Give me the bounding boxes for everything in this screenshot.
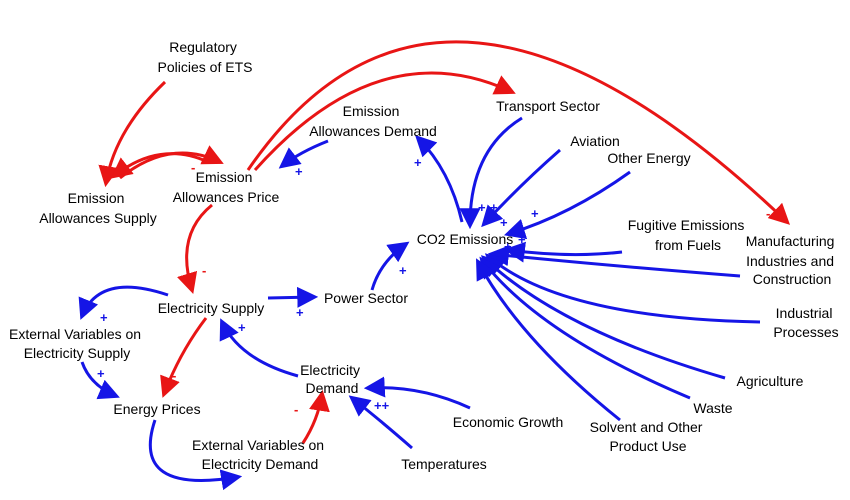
polarity-growth-temp: ++ xyxy=(374,398,390,413)
link-agriculture-to-co2 xyxy=(480,255,726,380)
link-fugitive-to-co2 xyxy=(503,241,623,263)
polarity-price-electricity: - xyxy=(202,263,206,278)
link-transport-to-co2 xyxy=(459,116,523,230)
polarity-demand-supply: + xyxy=(238,320,246,335)
polarity-supply-price: - xyxy=(191,160,195,175)
polarity-price-manufacturing: - xyxy=(766,206,770,221)
node-other-energy: Other Energy xyxy=(607,150,690,166)
link-electricity-supply-to-ext-supply xyxy=(78,285,169,320)
node-emission-allowances-supply: Emission Allowances Supply xyxy=(39,190,157,226)
link-electricity-demand-to-supply xyxy=(219,318,299,378)
node-waste: Waste xyxy=(693,400,732,416)
link-energy-prices-to-ext-demand xyxy=(148,419,243,491)
positive-links xyxy=(78,116,761,491)
link-ext-demand-to-electricity-demand xyxy=(301,389,330,444)
link-price-to-transport xyxy=(253,71,516,171)
node-aviation: Aviation xyxy=(570,133,620,149)
node-agriculture: Agriculture xyxy=(737,373,804,389)
link-price-to-manufacturing xyxy=(246,40,791,225)
polarity-industrial: + xyxy=(504,239,512,254)
link-industrial-to-co2 xyxy=(484,253,761,324)
polarity-manufacturing: + xyxy=(518,232,526,247)
node-economic-growth: Economic Growth xyxy=(453,414,563,430)
link-price-to-electricity-supply xyxy=(177,203,213,295)
polarity-electricity-energy: - xyxy=(172,368,176,383)
node-manufacturing: Manufacturing Industries and Constructio… xyxy=(746,233,839,287)
node-industrial-processes: Industrial Processes xyxy=(773,305,838,340)
link-power-to-co2 xyxy=(370,241,410,291)
node-electricity-demand: Electricity Demand xyxy=(300,362,364,396)
link-other-energy-to-co2 xyxy=(503,170,631,240)
link-waste-to-co2 xyxy=(479,256,691,400)
link-manufacturing-to-co2 xyxy=(487,245,741,278)
link-co2-to-allowances-demand xyxy=(415,135,464,223)
link-temperatures-to-demand xyxy=(348,395,413,450)
node-regulatory-policies: Regulatory Policies of ETS xyxy=(158,39,253,75)
polarity-other-energy: + xyxy=(500,215,508,230)
node-temperatures: Temperatures xyxy=(401,456,487,472)
polarity-price-demand: + xyxy=(295,164,303,179)
node-fugitive-emissions: Fugitive Emissions from Fuels xyxy=(628,217,749,253)
node-energy-prices: Energy Prices xyxy=(113,401,200,417)
node-transport-sector: Transport Sector xyxy=(496,98,600,114)
node-co2-emissions: CO2 Emissions xyxy=(417,231,513,247)
polarity-ext-energy: + xyxy=(97,366,105,381)
link-economic-growth-to-demand xyxy=(363,376,471,410)
polarity-aviation: + xyxy=(490,200,498,215)
polarity-signs: + + + + + + + + + + + + + + ++ - - - - -… xyxy=(97,155,770,487)
link-regulatory-to-supply xyxy=(98,80,167,188)
polarity-regulatory-supply: - xyxy=(120,167,124,182)
link-electricity-supply-to-power xyxy=(267,286,319,308)
link-supply-to-price xyxy=(119,145,224,180)
node-solvent-use: Solvent and Other Product Use xyxy=(590,419,707,454)
polarity-power-co2: + xyxy=(399,263,407,278)
link-aviation-to-co2 xyxy=(481,148,561,228)
node-emission-allowances-price: Emission Allowances Price xyxy=(173,169,280,205)
link-electricity-supply-to-energy-prices xyxy=(160,317,208,398)
link-price-to-demand xyxy=(278,139,329,169)
negative-links xyxy=(98,40,791,444)
polarity-co2-demand: + xyxy=(414,155,422,170)
node-electricity-supply: Electricity Supply xyxy=(158,300,265,316)
polarity-supply-ext: + xyxy=(100,310,108,325)
node-labels: Regulatory Policies of ETS Emission Allo… xyxy=(9,39,839,472)
polarity-ext-demand: - xyxy=(294,402,298,417)
link-solvent-to-co2 xyxy=(476,258,621,422)
node-ext-vars-demand: External Variables on Electricity Demand xyxy=(192,437,328,472)
polarity-energy-ext-demand: + xyxy=(220,472,228,487)
node-emission-allowances-demand: Emission Allowances Demand xyxy=(309,103,437,139)
node-power-sector: Power Sector xyxy=(324,290,408,306)
polarity-supply-power: + xyxy=(296,305,304,320)
polarity-fugitive: + xyxy=(531,206,539,221)
link-ext-supply-to-energy-prices xyxy=(80,361,120,400)
node-ext-vars-supply: External Variables on Electricity Supply xyxy=(9,326,145,361)
polarity-transport: + xyxy=(478,200,486,215)
